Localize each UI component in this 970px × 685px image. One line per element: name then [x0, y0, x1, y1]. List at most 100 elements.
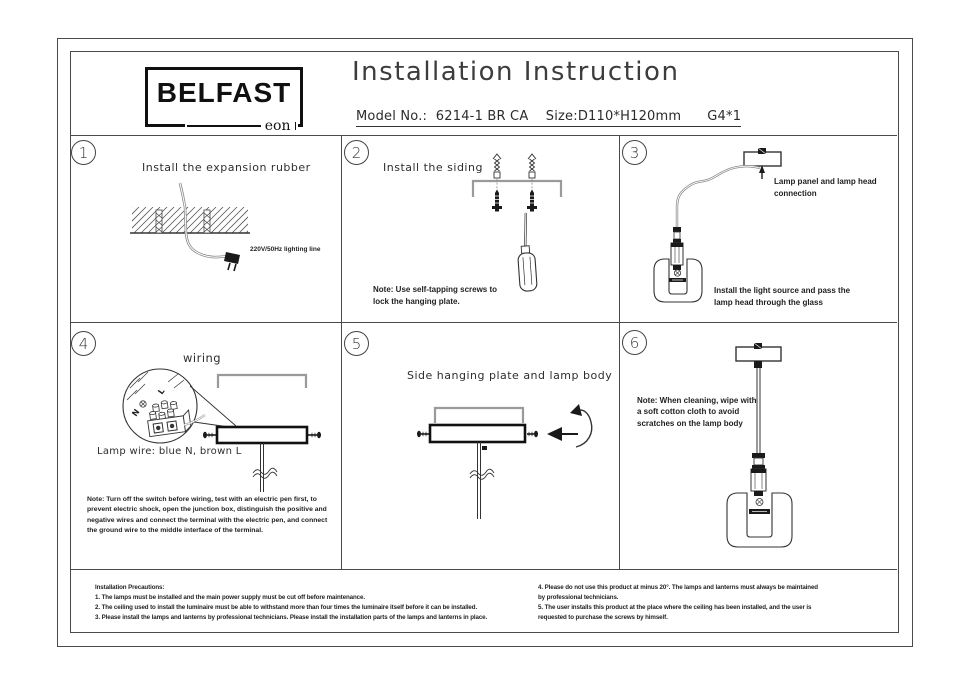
panel4-note-line3: negative wires and connect the terminal …: [87, 516, 328, 524]
precaution-item-5b: requested to purchase the screws by hims…: [538, 613, 668, 621]
light-source-icon: [669, 269, 686, 282]
inner-frame: [70, 51, 899, 633]
panel3-label1-line2: connection: [774, 188, 817, 198]
panel4-note-line1: Note: Turn off the switch before wiring,…: [87, 496, 317, 503]
panel2-note-line1: Note: Use self-tapping screws to: [373, 285, 498, 294]
panel3-step-number: 3: [622, 140, 647, 165]
self-tapping-screw-icon: [492, 189, 502, 212]
hanging-plate: [471, 179, 563, 197]
brand-logo: BELFAST eon: [145, 67, 303, 133]
precaution-item-4: 4. Please do not use this product at min…: [538, 584, 818, 591]
panel1-wire-label: 220V/50Hz lighting line: [250, 246, 321, 253]
glass-shade-outline: [726, 492, 793, 548]
precaution-item-1: 1. The lamps must be installed and the m…: [95, 593, 365, 601]
ceiling-hatch: [132, 207, 248, 233]
glass-shade-outline: [653, 258, 703, 303]
lamp-socket-icon: [750, 468, 767, 496]
side-screw-icon: [308, 431, 321, 439]
ceiling-anchor-diagram: [130, 182, 250, 272]
plate-screw-icon: [757, 147, 767, 155]
self-tapping-screw-icon: [527, 189, 537, 212]
panel5-title: Side hanging plate and lamp body: [407, 369, 613, 382]
panel2-note-line2: lock the hanging plate.: [373, 296, 460, 306]
precautions-left: Installation Precautions: 1. The lamps m…: [95, 583, 487, 623]
header-divider: [70, 135, 897, 136]
precaution-item-4b: by professional technicians.: [538, 593, 619, 601]
terminal-block-icon: [147, 400, 192, 438]
panel6-note-line2: a soft cotton cloth to avoid: [637, 407, 740, 417]
finished-lamp-diagram: [726, 342, 793, 548]
expansion-anchor-icon: [527, 153, 537, 191]
page-title: Installation Instruction: [352, 57, 680, 87]
panel6-note-line3: scratches on the lamp body: [637, 418, 743, 428]
panel2-title: Install the siding: [383, 161, 483, 174]
wiring-diagram: N L: [122, 368, 321, 492]
panel1-step-number: 1: [71, 140, 96, 165]
panel6-note-line1: Note: When cleaning, wipe with: [637, 396, 757, 405]
footer-divider: [70, 569, 897, 570]
panel4-note-line2: prevent electric shock, open the junctio…: [87, 506, 327, 514]
tighten-arrow-icon: [547, 427, 578, 441]
lamp-cord: [756, 368, 761, 453]
cord-set-screw: [482, 446, 487, 450]
panel5-step-number: 5: [344, 331, 369, 356]
cord-connector-icon: [754, 361, 762, 368]
lamp-socket-icon: [670, 242, 684, 270]
panel4-wire-label: Lamp wire: blue N, brown L: [97, 446, 242, 457]
row-divider: [70, 322, 897, 323]
plate-screw-icon: [753, 342, 763, 350]
hanging-plate: [433, 406, 525, 423]
rotation-arrow-icon: [570, 404, 593, 448]
logo-wordmark: BELFAST: [156, 77, 292, 108]
hanging-plate-install-diagram: [471, 153, 563, 292]
logo-tick: [294, 122, 296, 130]
expansion-anchor-icon: [155, 209, 163, 234]
expansion-anchor-icon: [492, 153, 502, 191]
column-divider-2: [619, 135, 620, 569]
panel4-step-number: 4: [71, 331, 96, 356]
magnifier-circle: [122, 368, 198, 444]
precautions-right: 4. Please do not use this product at min…: [538, 583, 818, 623]
panel3-label-lightsource: Install the light source and pass the la…: [714, 285, 850, 309]
cord-connector-icon: [673, 227, 681, 243]
logo-underline: [186, 125, 261, 127]
side-screw-icon: [203, 431, 216, 439]
ceiling-plate-icon: [735, 346, 782, 362]
panel4-note: Note: Turn off the switch before wiring,…: [87, 495, 327, 536]
precaution-item-2: 2. The ceiling used to install the lumin…: [95, 603, 478, 611]
lamp-assembly-diagram: [653, 147, 782, 303]
ceiling-screw-icon: [139, 400, 147, 408]
terminal-l-label: L: [156, 387, 166, 396]
panel2-note: Note: Use self-tapping screws to lock th…: [373, 284, 497, 308]
ceiling-hatch-detail: [126, 371, 185, 401]
screwdriver-icon: [517, 212, 538, 292]
ceiling-plate-icon: [743, 151, 782, 167]
cord-grip-icon: [752, 453, 765, 469]
panel2-step-number: 2: [344, 140, 369, 165]
panel3-label1-line1: Lamp panel and lamp head: [774, 177, 877, 186]
terminal-n-label: N: [130, 407, 141, 418]
cord-break-symbol: [469, 468, 495, 480]
panel3-label-connection: Lamp panel and lamp head connection: [774, 176, 877, 200]
side-plate-diagram: [417, 404, 593, 519]
hanging-plate: [216, 373, 308, 388]
precaution-item-3: 3. Please install the lamps and lanterns…: [95, 613, 488, 621]
logo-subbrand-text: eon: [264, 118, 291, 134]
logo-subbrand: eon: [184, 118, 298, 134]
lamp-cord: [477, 442, 481, 519]
model-spec-line: Model No.: 6214-1 BR CA Size:D110*H120mm…: [356, 109, 742, 127]
expansion-anchor-icon: [203, 209, 211, 234]
cord-break-symbol: [252, 467, 278, 479]
light-source-icon: [749, 498, 770, 514]
panel4-note-line4: the ground wire to the middle interface …: [87, 526, 263, 534]
up-arrow-icon: [759, 165, 765, 179]
lamp-canopy-plate: [215, 425, 309, 445]
side-screw-icon: [417, 430, 429, 438]
panel3-label2-line1: Install the light source and pass the: [714, 286, 851, 295]
precaution-item-5: 5. The user installs this product at the…: [538, 603, 812, 611]
outer-frame: [57, 38, 913, 647]
panel6-step-number: 6: [622, 330, 647, 355]
panel3-label2-line2: lamp head through the glass: [714, 297, 823, 307]
panel1-title: Install the expansion rubber: [142, 161, 311, 174]
lamp-cord: [260, 443, 264, 492]
